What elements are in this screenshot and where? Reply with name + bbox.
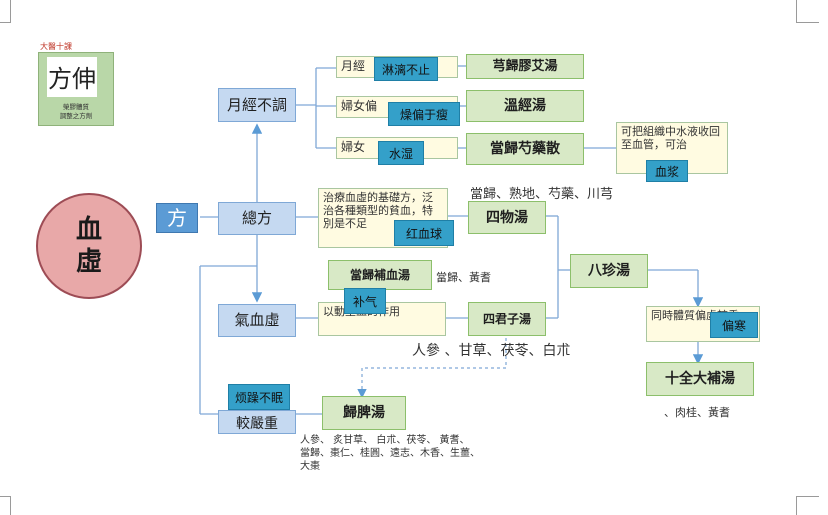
formula-ba-zhen: 八珍湯 (570, 254, 648, 288)
ingredients-dang-gui-bu-xue: 當歸、黃耆 (436, 271, 491, 284)
corner-mark-bottom-right (796, 496, 819, 515)
formula-si-wu: 四物湯 (468, 201, 546, 234)
center-label: 血 (38, 213, 140, 247)
tag-tonify-qi: 补气 (344, 288, 386, 314)
hub-formula: 方 (156, 203, 198, 233)
logo-glyph: 方伸 (48, 65, 96, 93)
center-blood-deficiency: 血 虛 (36, 193, 142, 299)
formula-wen-jing: 溫經湯 (466, 90, 584, 122)
center-label-2: 虛 (38, 245, 140, 279)
condition-menstruation-text: 月經 (341, 59, 366, 73)
center-char-1: 血 (75, 215, 102, 245)
logo-line-2: 調整之方劑 (59, 112, 93, 120)
logo-panel: 方伸 (47, 57, 97, 97)
node-menstrual-irregular: 月經不調 (218, 88, 296, 122)
tag-dripping-nonstop: 淋漓不止 (374, 57, 438, 81)
tag-irritable-insomnia: 烦躁不眠 (228, 384, 290, 410)
node-general-formula: 總方 (218, 202, 296, 235)
bazhen-condition-description: 同時體質偏虛較重 (646, 306, 760, 342)
condition-women-dry-text: 婦女偏 (341, 99, 378, 113)
general-formula-description-text: 治療血虛的基礎方，泛治各種類型的貧血，特別是不足 (323, 191, 433, 230)
condition-women-damp-text: 婦女 (341, 140, 366, 154)
tag-dry-thin: 燥偏于瘦 (388, 102, 460, 126)
center-char-2: 虛 (75, 247, 102, 277)
formula-xiong-gui-jiao-ai: 芎歸膠艾湯 (466, 54, 584, 79)
ingredients-gui-pi-line-3: 大棗 (300, 461, 320, 472)
tag-dampness: 水湿 (378, 141, 424, 165)
corner-mark-top-left (0, 0, 11, 23)
formula-shi-quan-da-bu: 十全大補湯 (646, 362, 754, 396)
formula-dang-gui-shao-yao-san: 當歸芍藥散 (466, 133, 584, 165)
corner-mark-top-right (796, 0, 819, 23)
ingredients-gui-pi-line-1: 人參、 炙甘草、 白朮、茯苓、 黃耆、 (300, 435, 470, 446)
formula-gui-pi: 歸脾湯 (322, 396, 406, 430)
qi-blood-description: 以動生血的作用 (318, 302, 446, 336)
logo: 方伸 榮膠體質 調整之方劑 (38, 52, 114, 126)
tag-plasma: 血浆 (646, 160, 688, 182)
ingredients-shi-quan: 、肉桂、黃耆 (664, 406, 730, 419)
formula-si-jun-zi: 四君子湯 (468, 302, 546, 336)
ingredients-gui-pi-line-2: 當歸、棗仁、桂圓、遠志、木香、生薑、 (300, 448, 480, 459)
danggui-shaoyao-description-text: 可把組織中水液收回至血管，可治 (621, 125, 720, 151)
node-severe: 較嚴重 (218, 410, 296, 434)
ingredients-si-jun-zi: 人參 、甘草、茯苓、白朮 (412, 343, 571, 359)
logo-brand: 大醫十課 (40, 42, 72, 51)
tag-red-blood-cell: 红血球 (394, 220, 454, 246)
ingredients-si-wu: 當歸、熟地、芍藥、川芎 (470, 187, 614, 202)
tag-cold-tendency: 偏寒 (710, 312, 758, 338)
danggui-shaoyao-description: 可把組織中水液收回至血管，可治 (616, 122, 728, 174)
node-qi-blood-deficiency: 氣血虛 (218, 304, 296, 337)
formula-dang-gui-bu-xue: 當歸補血湯 (328, 260, 432, 290)
logo-line-1: 榮膠體質 (63, 103, 89, 111)
corner-mark-bottom-left (0, 496, 11, 515)
